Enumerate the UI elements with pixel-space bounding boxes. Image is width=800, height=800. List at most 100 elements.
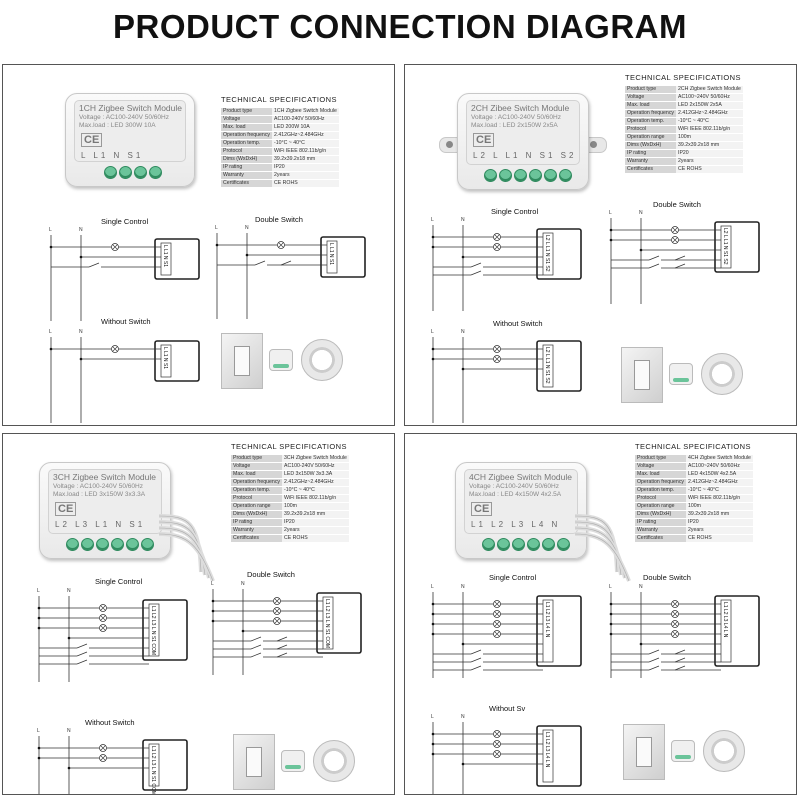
spec-key: Operation frequency: [625, 110, 677, 117]
spec-value: 1CH Zigbee Switch Module: [272, 108, 339, 115]
spec-key: Operation temp.: [221, 140, 273, 147]
switch-rocker-icon: [636, 737, 652, 767]
terminal-screw: [149, 166, 162, 179]
spec-value: 39.2x39.2x18 mm: [272, 156, 339, 163]
terminal-strip: [542, 729, 554, 783]
switch-symbol: [648, 657, 660, 663]
spec-row: Dims (WxDxH)39.2x39.2x18 mm: [625, 142, 743, 149]
terminal-screw: [544, 169, 557, 182]
wall-switch-photo: [233, 734, 275, 790]
terminal-block: [104, 166, 162, 179]
wire-label-n: N: [461, 584, 465, 590]
switch-symbol: [250, 644, 262, 650]
wire-leads: [575, 514, 631, 582]
terminal-strip: [720, 225, 732, 269]
spec-key: Certificates: [221, 180, 273, 187]
schematic-terminal-text: L1 L2 L3 L4 L N: [722, 602, 728, 638]
switch-symbol: [254, 260, 266, 266]
terminal-screw: [499, 169, 512, 182]
module-voltage: Voltage : AC100-240V 50/60Hz: [79, 114, 169, 121]
spec-value: IP20: [686, 519, 753, 526]
spec-value: 3CH Zigbee Switch Module: [282, 455, 349, 462]
schematic-terminal-text: L2 L L1 N S1 S2: [722, 228, 728, 265]
spec-key: Protocol: [635, 495, 687, 502]
spec-value: AC100-240V 50/60Hz: [272, 116, 339, 123]
terminal-screw: [527, 538, 540, 551]
spec-key: Max. load: [635, 471, 687, 478]
label-double-switch: Double Switch: [653, 200, 701, 209]
spec-value: 2years: [272, 172, 339, 179]
spec-key: Warranty: [231, 527, 283, 534]
schematic-terminal-text: L L1 N S1: [162, 245, 168, 267]
spec-value: -10°C ~ 40°C: [272, 140, 339, 147]
switch-symbol: [470, 649, 482, 655]
terminal-labels: L2 L L1 N S1 S2: [473, 151, 577, 160]
switch-symbol: [470, 665, 482, 671]
wire-leads: [159, 514, 215, 582]
label-without-switch: Without Sv: [489, 704, 526, 713]
terminal-strip: [322, 596, 334, 650]
terminal-screw: [126, 538, 139, 551]
spec-value: 39.2x39.2x18 mm: [676, 142, 743, 149]
module-voltage: Voltage : AC100-240V 50/60Hz: [469, 483, 559, 490]
wire-label-l: L: [431, 217, 434, 223]
module-title: 1CH Zigbee Switch Module: [79, 103, 182, 113]
spec-value: CE ROHS: [272, 180, 339, 187]
switch-symbol: [470, 270, 482, 276]
spec-row: Dims (WxDxH)39.2x39.2x18 mm: [635, 511, 753, 518]
schematic-terminal-text: L1 L2 L3 L N S1 COM: [324, 599, 330, 648]
wiring-schematic: L N L1 L2 L3 L4 L N: [431, 714, 582, 794]
spec-value: 100m: [282, 503, 349, 510]
terminal-screw: [119, 166, 132, 179]
schematic-terminal-text: L1 L2 L3 L4 L N: [544, 732, 550, 768]
spec-row: Operation temp.-10°C ~ 40°C: [221, 140, 339, 147]
wire-label-l: L: [431, 714, 434, 720]
wire-label-n: N: [639, 210, 643, 216]
spec-key: IP rating: [221, 164, 273, 171]
mini-terminals-icon: [673, 378, 689, 382]
spec-key: Operation temp.: [635, 487, 687, 494]
schematic-terminal-text: L L1 N S1: [328, 243, 334, 265]
spec-value: -10°C ~ 40°C: [676, 118, 743, 125]
wire-label-l: L: [609, 210, 612, 216]
spec-value: IP20: [676, 150, 743, 157]
switch-symbol: [470, 262, 482, 268]
terminal-screw: [484, 169, 497, 182]
spec-key: Voltage: [625, 94, 677, 101]
mini-terminals-icon: [675, 755, 691, 759]
module-max-load: Max.load : LED 2x150W 2x5A: [471, 122, 558, 129]
label-single-control: Single Control: [489, 573, 537, 582]
terminal-labels: L2 L3 L1 N S1: [55, 520, 146, 529]
spec-value: 2years: [686, 527, 753, 534]
switch-symbol: [76, 651, 88, 657]
wire-label-n: N: [461, 714, 465, 720]
spec-value: 2.412GHz~2.484GHz: [282, 479, 349, 486]
spec-key: Product type: [625, 86, 677, 93]
terminal-strip: [542, 344, 554, 388]
spec-key: Product type: [635, 455, 687, 462]
module-title: 2CH Zibee Switch Module: [471, 103, 570, 113]
switch-symbol: [648, 263, 660, 269]
module-title: 4CH Zigbee Switch Module: [469, 472, 572, 482]
label-without-switch: Without Switch: [101, 317, 151, 326]
wiring-schematic: L N L2 L L1 N S1 S2: [609, 210, 760, 304]
spec-key: Max. load: [221, 124, 273, 131]
spec-key: Max. load: [231, 471, 283, 478]
schematic-terminal-text: L1 L2 L3 L N S1 COM: [150, 606, 156, 655]
spec-value: 39.2x39.2x18 mm: [282, 511, 349, 518]
terminal-strip: [148, 603, 160, 657]
spec-key: Operation frequency: [231, 479, 283, 486]
label-double-switch: Double Switch: [255, 215, 303, 224]
spec-key: Product type: [221, 108, 273, 115]
